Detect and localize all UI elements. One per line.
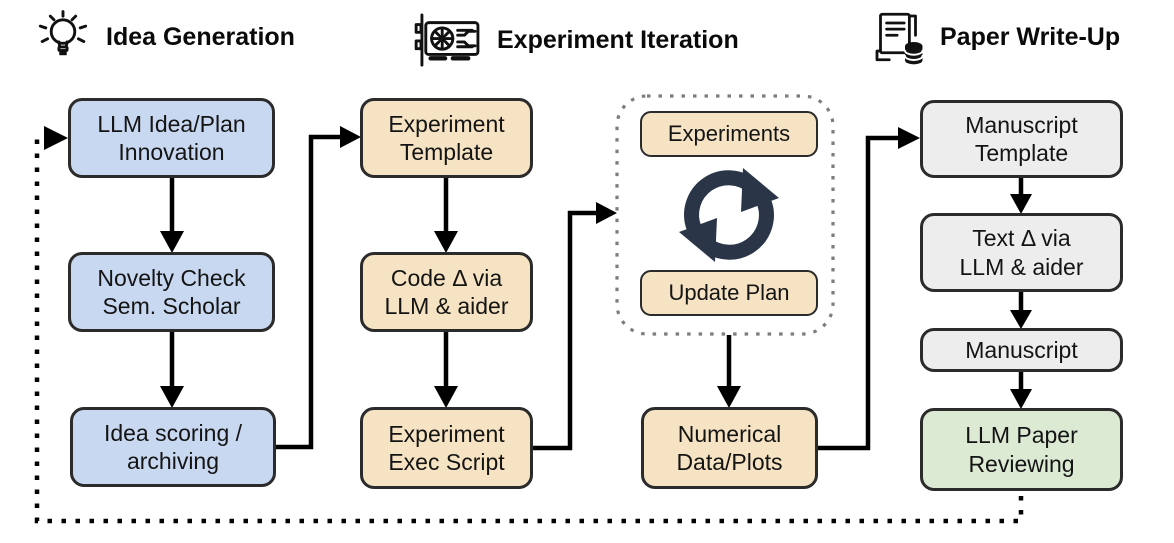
cycle-loop-icon	[677, 167, 781, 263]
lightbulb-icon	[34, 7, 92, 67]
node-novelty-check: Novelty Check Sem. Scholar	[68, 252, 275, 332]
arrowhead	[1010, 389, 1032, 409]
node-llm-paper-reviewing: LLM Paper Reviewing	[920, 408, 1123, 491]
elbow-scoring-to-template	[276, 134, 342, 450]
arrowhead	[434, 386, 458, 408]
arrowhead	[160, 386, 184, 408]
arrowhead	[596, 202, 617, 224]
section-header-paper-writeup: Paper Write-Up	[870, 6, 1120, 68]
arrowhead	[340, 126, 361, 148]
node-llm-idea-plan-innovation: LLM Idea/Plan Innovation	[68, 98, 275, 178]
section-title: Idea Generation	[106, 22, 295, 51]
node-manuscript-template: Manuscript Template	[920, 100, 1123, 178]
arrowhead	[160, 231, 184, 253]
section-header-experiment-iteration: Experiment Iteration	[413, 9, 739, 71]
experiment-loop-container	[615, 94, 835, 336]
node-code-delta-llm-aider: Code Δ via LLM & aider	[360, 252, 533, 332]
section-header-idea-generation: Idea Generation	[34, 6, 295, 68]
node-manuscript: Manuscript	[920, 328, 1123, 372]
section-title: Experiment Iteration	[497, 25, 739, 54]
node-numerical-data-plots: Numerical Data/Plots	[641, 407, 818, 489]
node-experiment-exec-script: Experiment Exec Script	[360, 407, 533, 489]
arrowhead	[1010, 194, 1032, 214]
arrowhead	[434, 231, 458, 253]
elbow-numerical-to-manuscripttemplate	[818, 135, 900, 451]
node-idea-scoring-archiving: Idea scoring / archiving	[70, 407, 276, 487]
arrowhead	[717, 386, 741, 408]
node-experiment-template: Experiment Template	[360, 98, 533, 178]
arrowhead	[1010, 310, 1032, 329]
elbow-exec-to-loop	[533, 210, 598, 451]
section-title: Paper Write-Up	[940, 22, 1121, 51]
arrowhead-feedback	[44, 126, 68, 150]
node-text-delta-llm-aider: Text Δ via LLM & aider	[920, 213, 1123, 292]
paper-database-icon	[870, 7, 926, 67]
gpu-icon	[413, 12, 483, 68]
arrowhead	[898, 127, 920, 149]
node-experiments: Experiments	[640, 111, 818, 157]
node-update-plan: Update Plan	[640, 270, 818, 316]
